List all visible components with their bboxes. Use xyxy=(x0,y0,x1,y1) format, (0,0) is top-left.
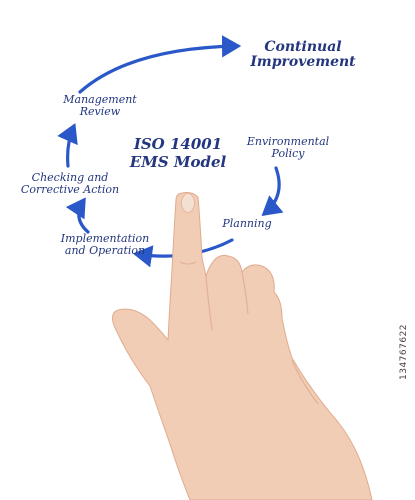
improvement-line-2: Improvement xyxy=(250,54,356,71)
title-line-1: ISO 14001 xyxy=(133,135,223,153)
hand-arm xyxy=(112,192,373,500)
policy-line-2: Policy xyxy=(271,147,305,161)
arrow-checking-to-review xyxy=(57,123,78,168)
label-implementation-operation: Implementation and Operation xyxy=(42,232,168,258)
improvement-line-1: Continual xyxy=(264,39,342,55)
policy-line-1: Environmental xyxy=(246,135,330,148)
planning-line-1: Planning xyxy=(222,217,272,230)
checking-line-2: Corrective Action xyxy=(20,183,120,197)
wrist-shadow xyxy=(291,359,319,405)
title-line-2: EMS Model xyxy=(129,152,227,171)
label-checking-corrective-action: Checking and Corrective Action xyxy=(6,171,134,197)
arrow-policy-to-planning xyxy=(261,166,284,217)
management-line-1: Management xyxy=(63,93,137,106)
label-continual-improvement: Continual Improvement xyxy=(238,39,368,71)
arrow-review-to-improvement xyxy=(78,35,242,94)
label-planning: Planning xyxy=(214,217,280,230)
knuckle-line xyxy=(179,261,197,265)
image-id-watermark: 134767622 xyxy=(399,323,409,380)
fingernail xyxy=(181,193,195,213)
label-management-review: Management Review xyxy=(40,93,160,119)
arrow-implementation-to-checking xyxy=(65,197,90,234)
implementation-line-1: Implementation xyxy=(60,232,150,245)
checking-line-1: Checking and xyxy=(31,171,109,184)
management-line-2: Review xyxy=(79,105,121,119)
implementation-line-2: and Operation xyxy=(64,244,146,258)
finger-crease-2 xyxy=(241,271,249,315)
finger-crease-1 xyxy=(205,275,213,331)
diagram-title: ISO 14001 EMS Model xyxy=(118,135,238,171)
label-environmental-policy: Environmental Policy xyxy=(232,135,344,161)
